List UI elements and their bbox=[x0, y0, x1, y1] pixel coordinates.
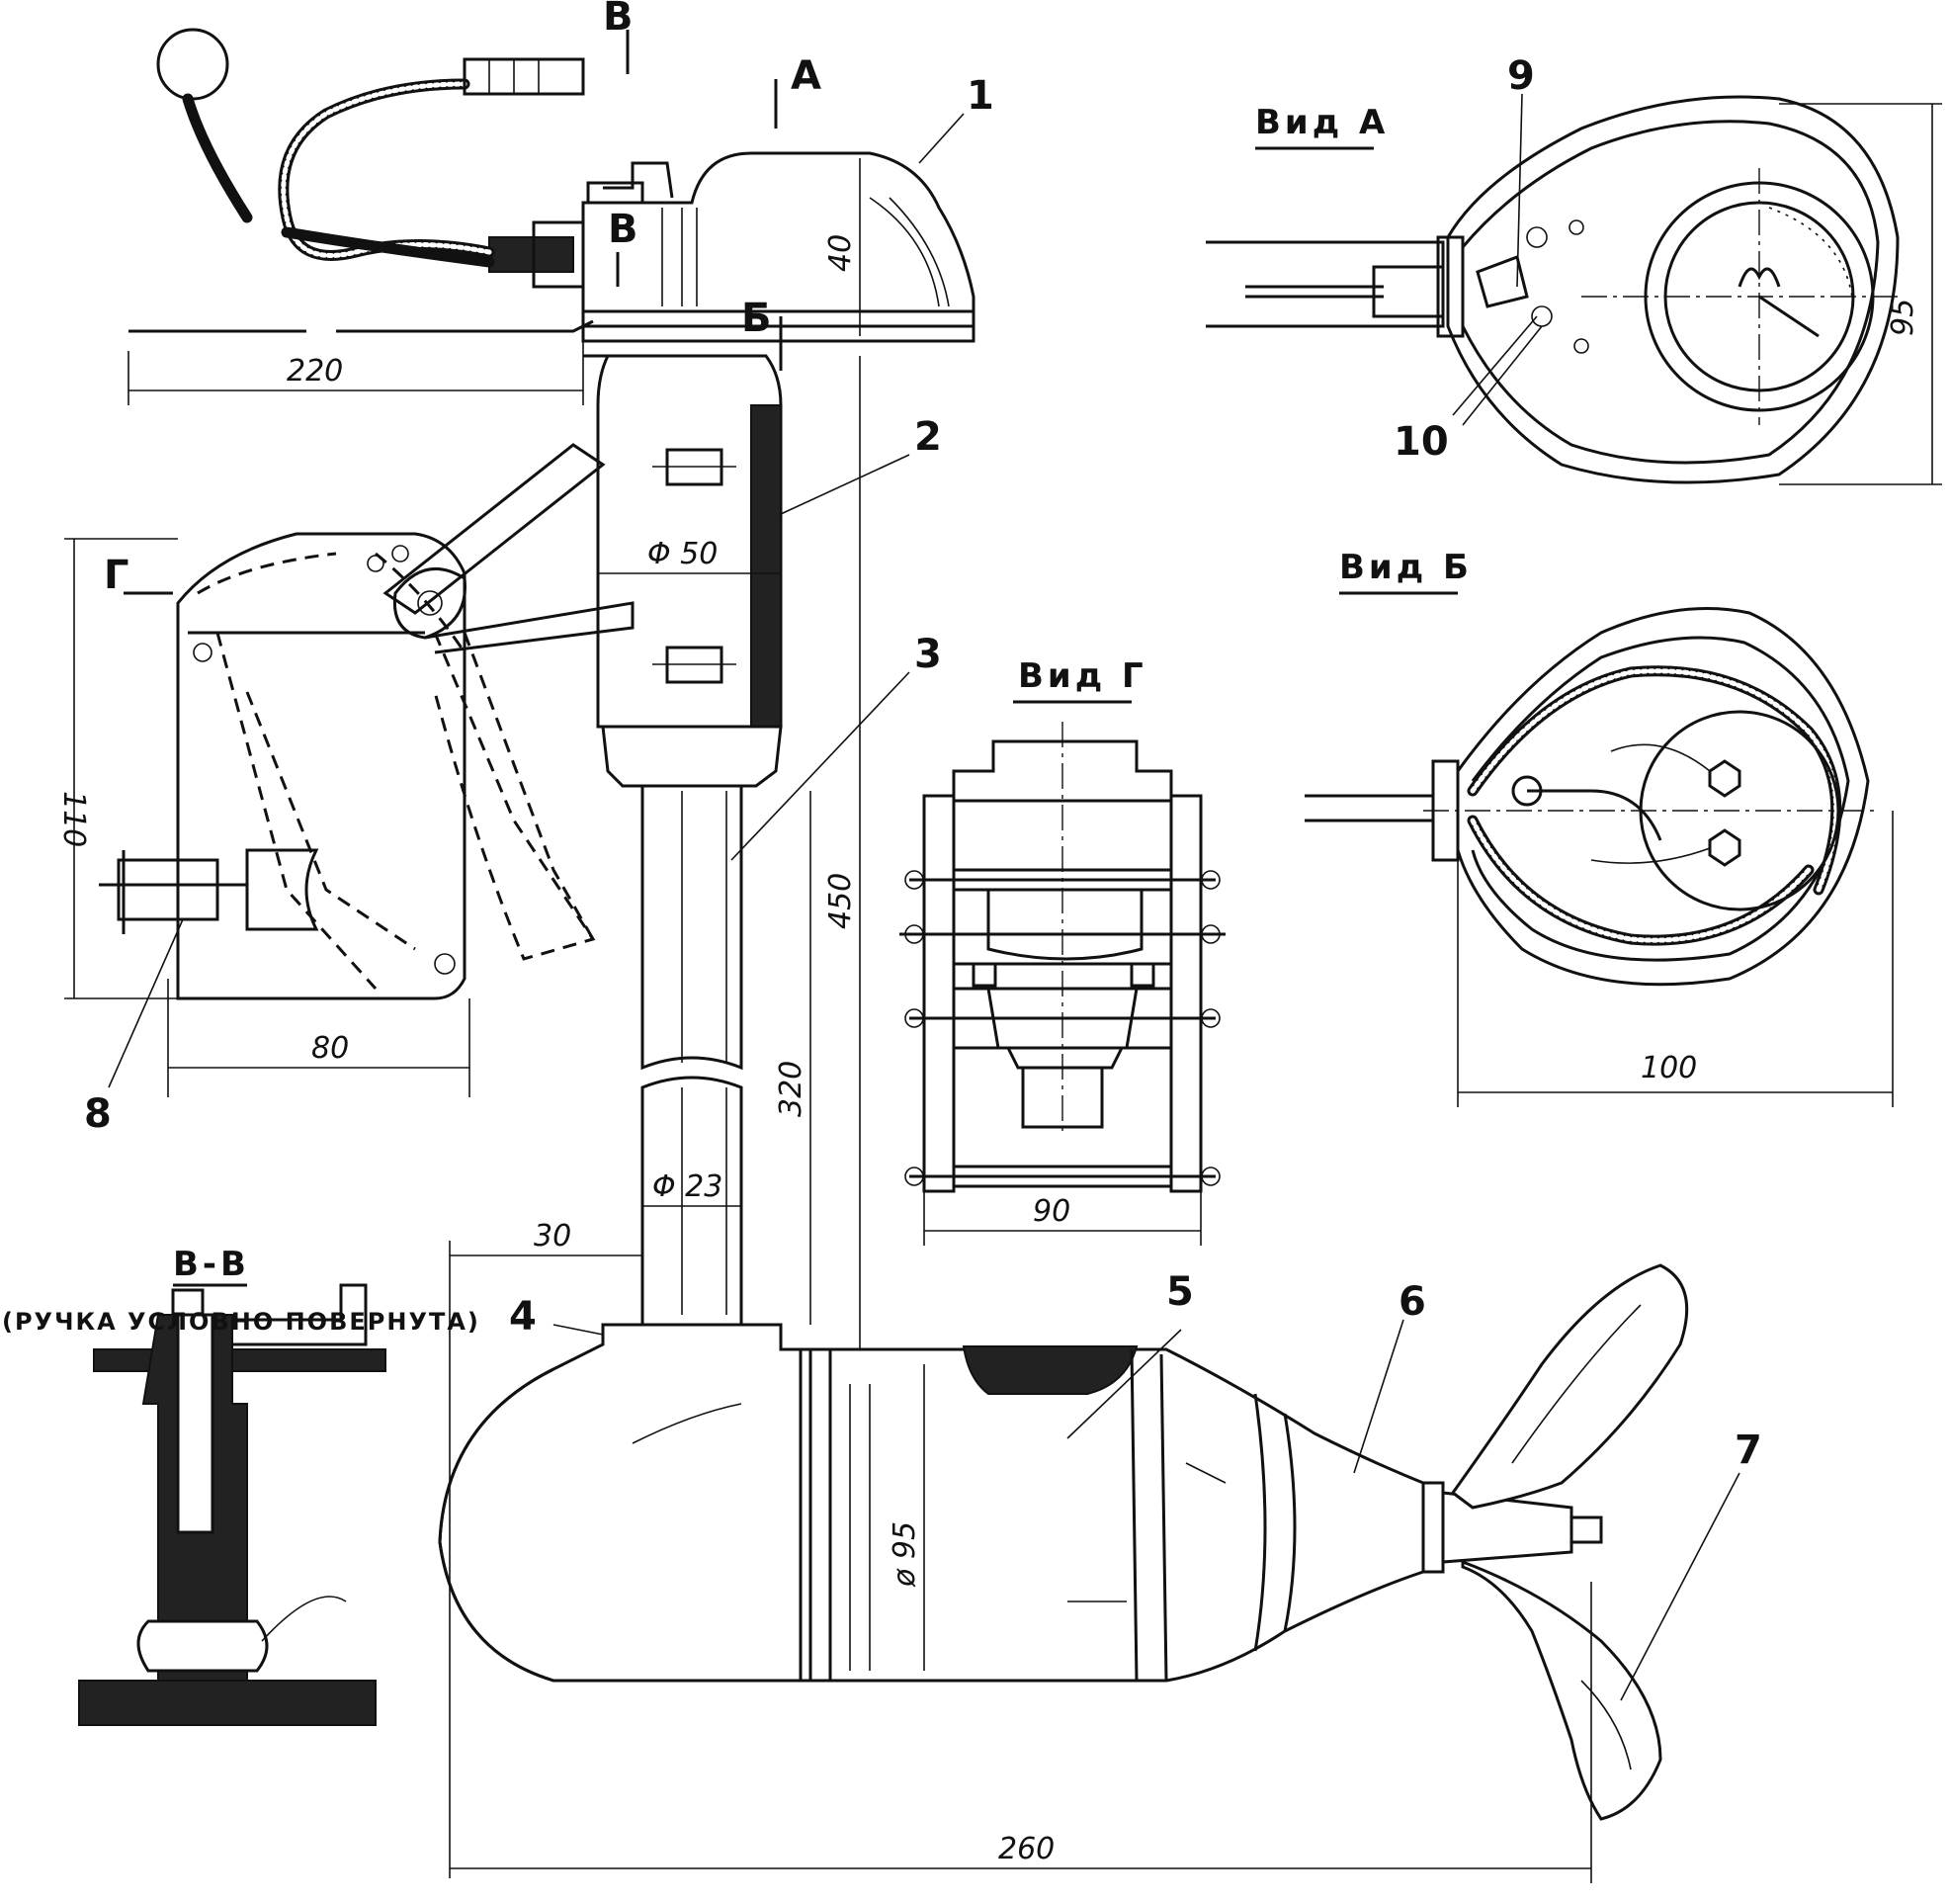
dimension-values: 220 40 110 80 Φ 50 450 320 Φ 23 30 ø 95 … bbox=[56, 234, 1920, 1866]
part-number-8: 8 bbox=[84, 1091, 112, 1137]
part-numbers: 1 2 3 4 5 6 7 8 9 10 bbox=[84, 53, 1762, 1473]
part-number-6: 6 bbox=[1399, 1279, 1426, 1325]
section-vv-label: В-В bbox=[173, 1245, 250, 1284]
marker-b: Б bbox=[741, 296, 772, 341]
dim-110: 110 bbox=[56, 791, 91, 847]
view-labels: Вид А Вид Б Вид Г В-В (РУЧКА УСЛОВНО ПОВ… bbox=[2, 103, 1473, 1336]
section-markers: А Б В В Г bbox=[104, 0, 821, 598]
lower-unit bbox=[438, 1323, 1603, 1683]
dim-phi23: Φ 23 bbox=[652, 1169, 722, 1204]
part-number-10: 10 bbox=[1394, 419, 1449, 465]
drive-shaft bbox=[640, 784, 743, 1327]
dim-260: 260 bbox=[998, 1832, 1055, 1866]
dim-40: 40 bbox=[823, 234, 858, 272]
dim-90: 90 bbox=[1033, 1194, 1070, 1229]
part-number-4: 4 bbox=[509, 1294, 537, 1340]
dim-100: 100 bbox=[1641, 1051, 1697, 1085]
marker-v-mid: В bbox=[608, 207, 638, 252]
view-a-drawing bbox=[1206, 95, 1900, 484]
part-number-1: 1 bbox=[967, 73, 994, 119]
dim-450: 450 bbox=[823, 873, 858, 929]
upper-tube bbox=[596, 354, 783, 788]
motor-head bbox=[488, 151, 975, 358]
propeller bbox=[1450, 1263, 1689, 1821]
dim-320: 320 bbox=[774, 1061, 808, 1117]
transom-clamp bbox=[99, 443, 635, 1000]
view-b-drawing bbox=[1305, 607, 1878, 987]
dim-95: 95 bbox=[1886, 299, 1920, 336]
part-number-2: 2 bbox=[914, 414, 942, 460]
marker-v-top: В bbox=[603, 0, 634, 40]
view-g-drawing bbox=[899, 722, 1226, 1193]
part-number-5: 5 bbox=[1166, 1269, 1194, 1315]
dim-phi95: ø 95 bbox=[888, 1521, 922, 1588]
part-number-9: 9 bbox=[1507, 53, 1535, 99]
power-cable bbox=[128, 28, 594, 333]
section-vv-drawing bbox=[78, 1283, 386, 1726]
marker-a: А bbox=[791, 53, 821, 99]
view-b-label: Вид Б bbox=[1339, 548, 1473, 587]
view-a-label: Вид А bbox=[1255, 103, 1389, 142]
part-number-3: 3 bbox=[914, 632, 942, 677]
dim-80: 80 bbox=[311, 1031, 349, 1066]
part-number-7: 7 bbox=[1735, 1428, 1762, 1473]
view-g-label: Вид Г bbox=[1018, 656, 1147, 696]
marker-g: Г bbox=[104, 553, 129, 598]
dim-phi50: Φ 50 bbox=[647, 537, 718, 571]
dimension-lines bbox=[64, 30, 1942, 1883]
dim-220: 220 bbox=[287, 354, 343, 389]
section-vv-note: (РУЧКА УСЛОВНО ПОВЕРНУТА) bbox=[2, 1308, 480, 1336]
dim-30: 30 bbox=[534, 1219, 571, 1254]
